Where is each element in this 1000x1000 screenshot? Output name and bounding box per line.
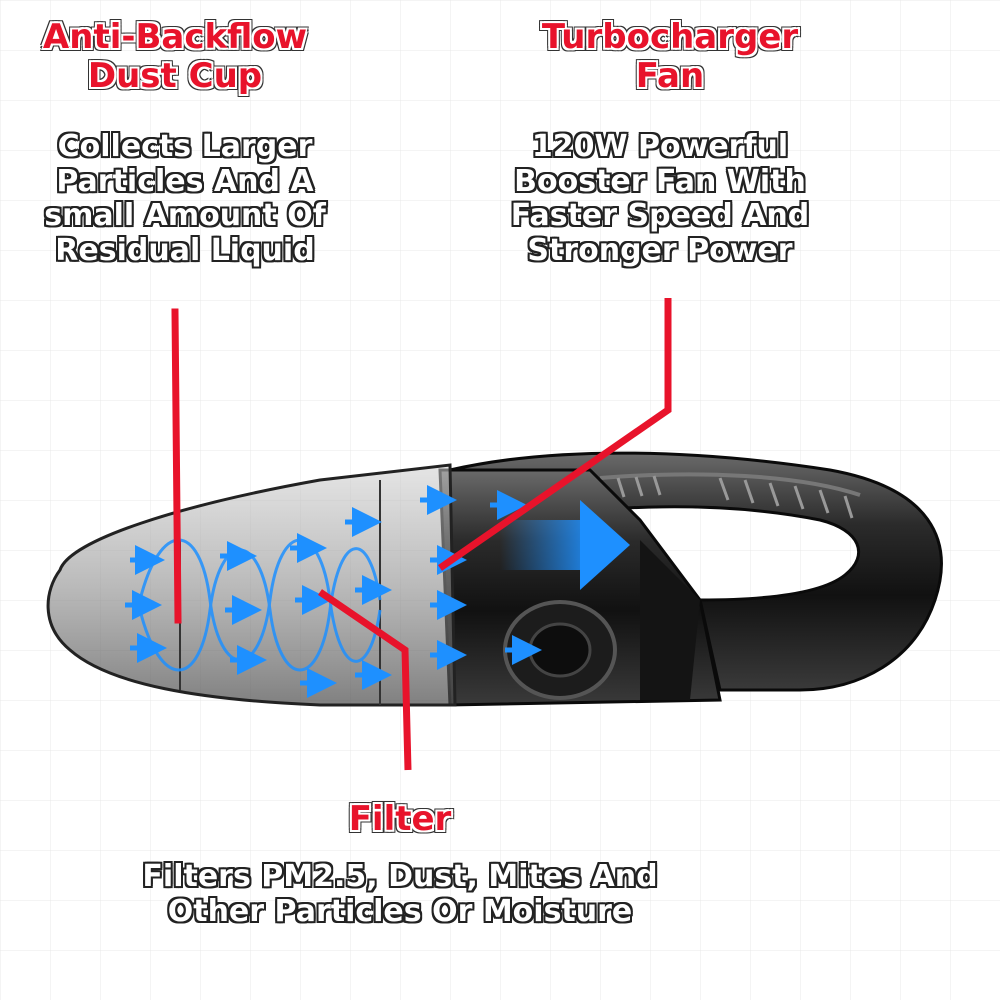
fan-pointer bbox=[438, 298, 672, 571]
dust-cup-pointer bbox=[171, 308, 182, 624]
fan-title-line2: Fan bbox=[635, 56, 705, 97]
dust-cup-desc-line2: Particles And A bbox=[56, 163, 314, 199]
filter-pointer bbox=[318, 589, 412, 771]
filter-desc-line1: Filters PM2.5, Dust, Mites And bbox=[142, 859, 658, 894]
dust-cup-title-line2: Dust Cup bbox=[87, 56, 263, 97]
dust-cup-desc-line1: Collects Larger bbox=[57, 129, 313, 164]
dust-cup-title: Anti-Backflow Dust Cup bbox=[20, 17, 330, 97]
airflow-visual bbox=[138, 538, 382, 672]
dust-cup-desc-line3: small Amount Of bbox=[44, 198, 326, 233]
fan-title-line1: Turbocharger bbox=[541, 17, 799, 57]
filter-description: Filters PM2.5, Dust, Mites And Other Par… bbox=[80, 859, 720, 929]
dust-cup-description: Collects Larger Particles And A small Am… bbox=[20, 129, 350, 268]
dust-cup-title-line1: Anti-Backflow bbox=[42, 17, 308, 57]
big-airflow-arrow bbox=[500, 500, 630, 590]
fan-desc-line3: Faster Speed And bbox=[510, 198, 810, 233]
fan-desc-line1: 120W Powerful bbox=[531, 129, 789, 164]
filter-title: Filter bbox=[348, 799, 452, 839]
fan-description: 120W Powerful Booster Fan With Faster Sp… bbox=[495, 129, 825, 268]
fan-title: Turbocharger Fan bbox=[510, 17, 830, 97]
fan-desc-line2: Booster Fan With bbox=[514, 163, 806, 199]
handle bbox=[446, 451, 943, 692]
filter-desc-line2: Other Particles Or Moisture bbox=[167, 893, 633, 929]
fan-desc-line4: Stronger Power bbox=[527, 232, 793, 268]
dust-cup-desc-line4: Residual Liquid bbox=[55, 232, 315, 268]
